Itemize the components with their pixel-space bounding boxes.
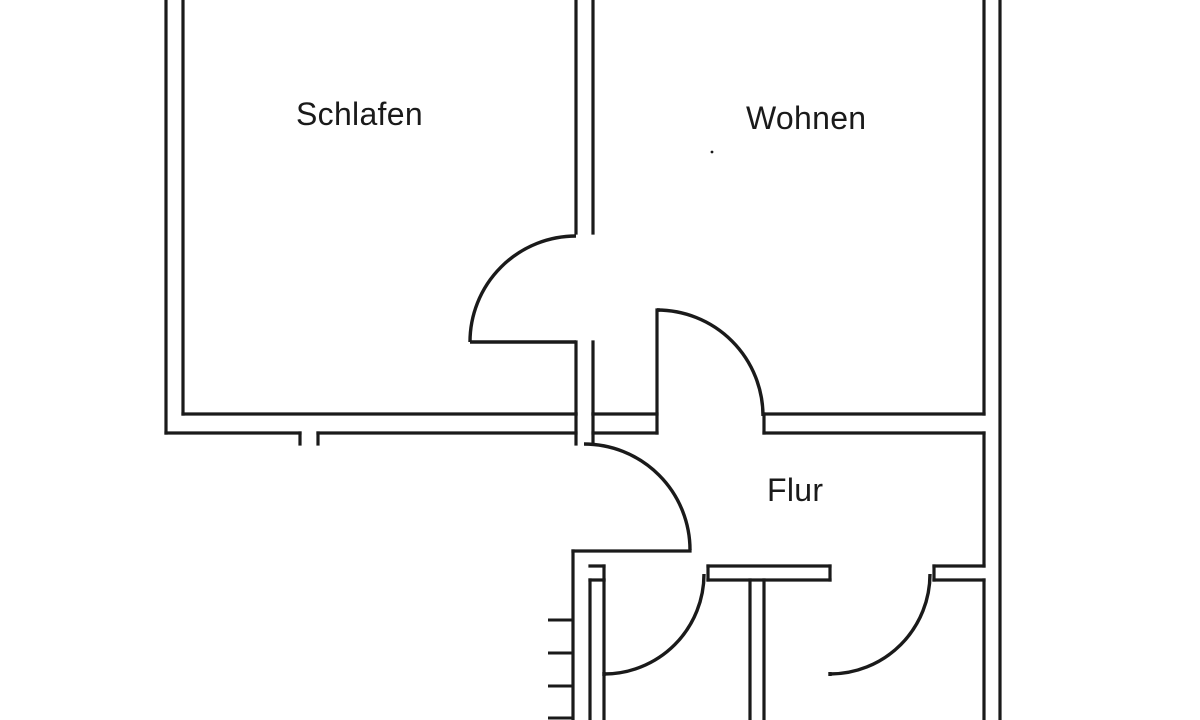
stair-ticks xyxy=(548,618,573,720)
wall-flur-bottom xyxy=(571,549,986,720)
room-label-flur: Flur xyxy=(767,472,824,508)
wall-schlafen-wohnen xyxy=(574,0,595,416)
wall-wohnen-flur xyxy=(591,308,986,568)
door-schlafen xyxy=(468,234,577,344)
door-wohnen xyxy=(656,308,765,417)
room-label-wohnen: Wohnen xyxy=(746,100,867,136)
dot-mark xyxy=(710,150,714,154)
exterior-wall-left xyxy=(164,0,185,435)
wall-schlafen-bottom xyxy=(164,412,595,446)
door-bath-right xyxy=(828,573,932,676)
door-flur-left xyxy=(583,442,692,551)
exterior-wall-right xyxy=(982,0,1002,720)
door-bath-left xyxy=(602,573,706,676)
room-label-schlafen: Schlafen xyxy=(296,96,423,132)
